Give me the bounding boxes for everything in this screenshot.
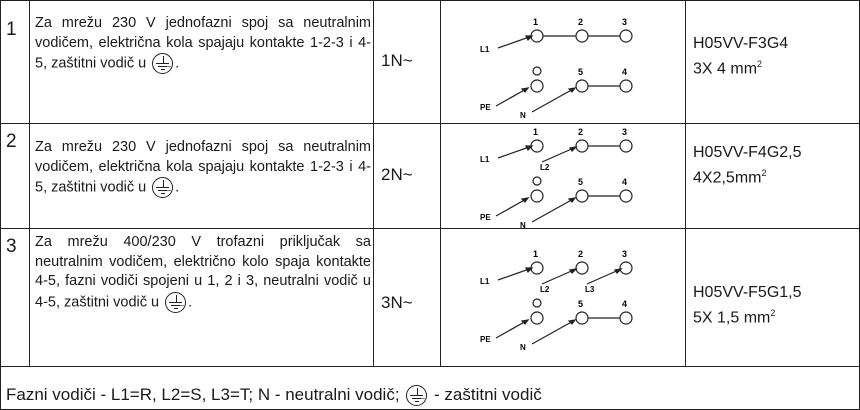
ground-icon bbox=[165, 291, 187, 313]
row-number: 2 bbox=[6, 131, 17, 152]
terminal-number: 1 bbox=[533, 127, 538, 137]
terminal-number: 1 bbox=[533, 17, 538, 27]
feed-label: PE bbox=[480, 103, 491, 112]
feed-label: L1 bbox=[480, 277, 490, 286]
terminal-diagram: L1 L2 1 2 3 5 4 PE N bbox=[480, 124, 640, 230]
terminal-number: 4 bbox=[622, 67, 627, 77]
ground-icon bbox=[152, 177, 174, 198]
feed-label: N bbox=[520, 343, 526, 352]
feed-label: L2 bbox=[540, 285, 550, 294]
connection-code: 2N~ bbox=[381, 165, 413, 184]
row-number: 3 bbox=[6, 236, 17, 257]
row-description: Za mrežu 230 V jednofazni spoj sa neutra… bbox=[35, 138, 371, 198]
terminal-number: 5 bbox=[578, 299, 583, 309]
terminal-diagram: L1 L2 L3 1 2 3 5 4 PE N bbox=[480, 246, 640, 352]
terminal-number: 3 bbox=[622, 127, 627, 137]
feed-label: PE bbox=[480, 335, 491, 344]
terminal-number: 3 bbox=[622, 249, 627, 259]
feed-label: L2 bbox=[540, 163, 550, 172]
terminal-number: 2 bbox=[578, 249, 583, 259]
terminal-diagram: L1 1 2 3 5 4 PE N bbox=[480, 14, 640, 120]
connection-code: 1N~ bbox=[381, 51, 413, 70]
terminal-number: 2 bbox=[578, 127, 583, 137]
feed-label: L3 bbox=[585, 285, 595, 294]
row-number: 1 bbox=[6, 19, 17, 40]
legend-footer: Fazni vodiči - L1=R, L2=S, L3=T; N - neu… bbox=[6, 385, 542, 407]
terminal-number: 2 bbox=[578, 17, 583, 27]
terminal-number: 5 bbox=[578, 177, 583, 187]
feed-label: N bbox=[520, 111, 526, 120]
ground-icon bbox=[406, 385, 428, 407]
row-description: Za mrežu 400/230 V trofazni priključak s… bbox=[35, 233, 371, 313]
ground-icon bbox=[152, 53, 174, 74]
terminal-number: 3 bbox=[622, 17, 627, 27]
connection-code: 3N~ bbox=[381, 293, 413, 312]
feed-label: L1 bbox=[480, 155, 490, 164]
terminal-number: 4 bbox=[622, 177, 627, 187]
feed-label: L1 bbox=[480, 45, 490, 54]
terminal-number: 4 bbox=[622, 299, 627, 309]
terminal-number: 5 bbox=[578, 67, 583, 77]
feed-label: PE bbox=[480, 213, 491, 222]
terminal-number: 1 bbox=[533, 249, 538, 259]
row-description: Za mrežu 230 V jednofazni spoj sa neutra… bbox=[35, 14, 371, 74]
feed-label: N bbox=[520, 221, 526, 230]
